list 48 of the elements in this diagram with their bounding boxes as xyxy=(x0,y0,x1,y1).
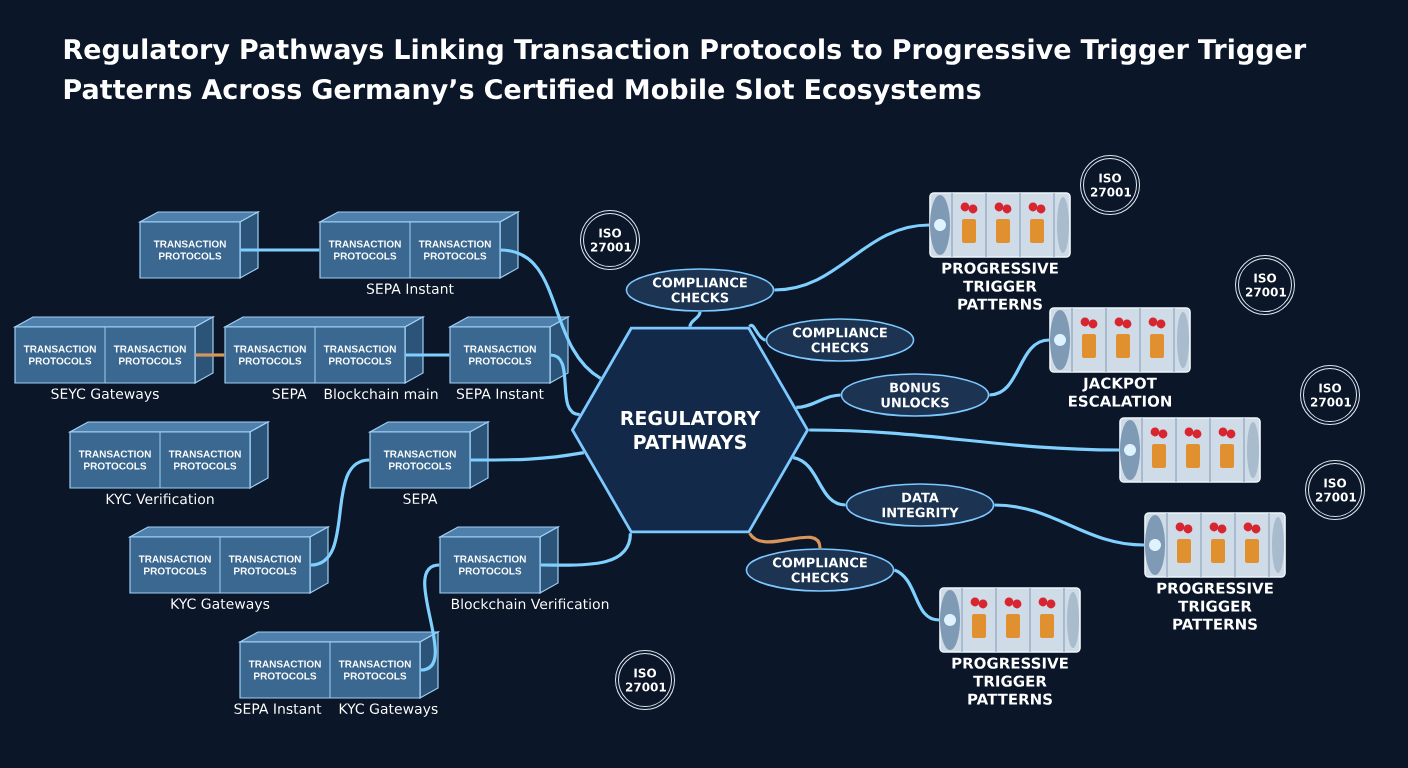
connector xyxy=(809,428,1120,452)
slot-reel xyxy=(1144,512,1286,578)
certification-stamp: ISO 27001 xyxy=(1305,460,1365,520)
connector xyxy=(500,248,602,380)
connector xyxy=(550,353,581,417)
connector xyxy=(989,338,1050,397)
connector xyxy=(774,223,930,292)
certification-stamp: ISO 27001 xyxy=(1300,365,1360,425)
connector xyxy=(540,533,632,567)
cube-caption: Blockchain main xyxy=(324,388,438,400)
cube-caption: KYC Verification xyxy=(106,493,214,505)
connector xyxy=(470,451,585,462)
connector xyxy=(796,393,841,410)
connector xyxy=(195,353,225,357)
slot-reel xyxy=(939,587,1081,653)
cube-caption: SEPA Instant xyxy=(366,283,454,294)
connector xyxy=(893,568,940,622)
cube-caption: SEYC Gateways xyxy=(51,388,159,402)
certification-stamp: ISO 27001 xyxy=(1235,255,1295,315)
cube-caption: KYC Gateways xyxy=(171,598,270,612)
reel-caption: PROGRESSIVE TRIGGER PATTERNS xyxy=(942,262,1058,310)
slot-reel xyxy=(1119,417,1261,483)
label-pill: BONUS UNLOCKS xyxy=(840,373,990,417)
connector xyxy=(748,324,767,342)
cube-caption: Blockchain Verification xyxy=(451,598,609,610)
connector xyxy=(994,503,1145,547)
label-pill: COMPLIANCE CHECKS xyxy=(745,548,895,592)
connector xyxy=(792,456,846,507)
label-pill: DATA INTEGRITY xyxy=(845,483,995,527)
connector xyxy=(748,532,822,549)
label-pill: COMPLIANCE CHECKS xyxy=(625,268,775,312)
cube-caption: KYC Gateways xyxy=(339,703,438,717)
slot-reel xyxy=(1049,307,1191,373)
certification-stamp: ISO 27001 xyxy=(580,210,640,270)
certification-stamp: ISO 27001 xyxy=(615,650,675,710)
reel-caption: PROGRESSIVE TRIGGER PATTERNS xyxy=(952,657,1068,705)
certification-stamp: ISO 27001 xyxy=(1080,155,1140,215)
reel-caption: JACKPOT ESCALATION xyxy=(1069,377,1171,407)
cube-caption: SEPA Instant xyxy=(234,703,322,714)
connector xyxy=(240,248,320,252)
reel-caption: PROGRESSIVE TRIGGER PATTERNS xyxy=(1157,582,1273,630)
connector xyxy=(688,311,702,328)
cube-caption: SEPA xyxy=(403,493,438,504)
slot-reel xyxy=(929,192,1071,258)
label-pill: COMPLIANCE CHECKS xyxy=(765,318,915,362)
cube-caption: SEPA Instant xyxy=(456,388,544,399)
title: Regulatory Pathways Linking Transaction Protocols to Progressive Trigger Trigger Patterns Across Germany’s Certified Mobile Slot Ecosystems xyxy=(64,38,1307,105)
cube-caption: SEPA xyxy=(272,388,307,399)
